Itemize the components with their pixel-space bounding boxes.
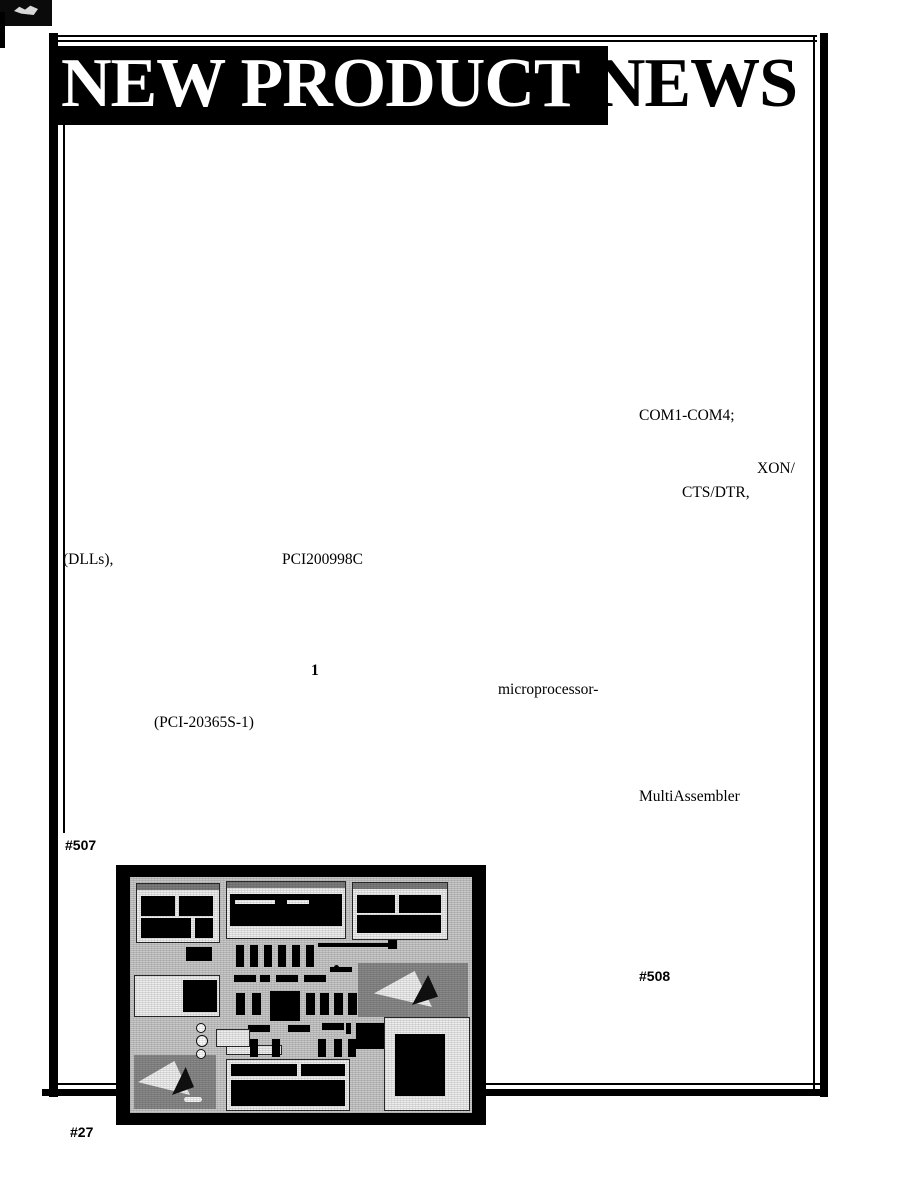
photo-window-top-left: [136, 883, 220, 943]
photograph-content: [130, 877, 472, 1113]
text-fragment-dlls: (DLLs),: [63, 551, 114, 568]
text-fragment-cts-dtr: CTS/DTR,: [682, 484, 750, 501]
photo-window-mid-left: [134, 975, 220, 1017]
photo-window-titlebar: [227, 882, 345, 888]
frame-border-right-inner: [813, 37, 815, 1093]
photo-window-top-center: [226, 881, 346, 939]
page-number: #27: [70, 1124, 94, 1140]
photo-panel-bottom-left: [134, 1055, 216, 1109]
text-fragment-pci200998c: PCI200998C: [282, 551, 363, 568]
masthead-plain-word: NEWS: [578, 45, 798, 122]
photo-window-lower-right: [384, 1017, 470, 1111]
photo-window-bottom-center: [226, 1059, 350, 1111]
frame-border-right: [820, 33, 828, 1097]
masthead-highlighted-words: NEW PRODUCT: [61, 45, 579, 122]
column-rule: [63, 47, 65, 833]
masthead-banner: [57, 46, 608, 125]
scan-artifact-top-right: [0, 0, 52, 26]
reference-number-507: #507: [65, 837, 97, 853]
scan-blot: [14, 5, 38, 15]
text-fragment-com-ports: COM1-COM4;: [639, 407, 735, 424]
frame-border-top-inner: [49, 40, 817, 42]
photo-panel-mid-right: [358, 963, 468, 1017]
photo-window-top-right: [352, 882, 448, 940]
scan-edge-artifact-left: [0, 12, 5, 48]
product-photograph: [116, 865, 486, 1125]
photo-window-titlebar: [137, 884, 219, 890]
text-fragment-numeral-one: 1: [311, 662, 319, 679]
text-fragment-xon: XON/: [757, 460, 795, 477]
photo-halftone-grain: [130, 877, 472, 1113]
page-title: NEW PRODUCT NEWS: [61, 43, 817, 125]
photo-window-titlebar: [353, 883, 447, 889]
frame-border-left: [49, 33, 58, 1097]
text-fragment-pci20365s1: (PCI-20365S-1): [154, 714, 254, 731]
text-fragment-multiassembler: MultiAssembler: [639, 788, 740, 805]
text-fragment-microprocessor: microprocessor-: [498, 681, 599, 698]
photo-connector: [216, 1029, 250, 1047]
page-frame: NEW PRODUCT NEWS COM1-COM4; XON/ CTS/DTR…: [42, 33, 828, 1125]
reference-number-508: #508: [639, 968, 671, 984]
frame-border-top-outer: [49, 35, 817, 37]
masthead: NEW PRODUCT NEWS: [57, 45, 813, 125]
